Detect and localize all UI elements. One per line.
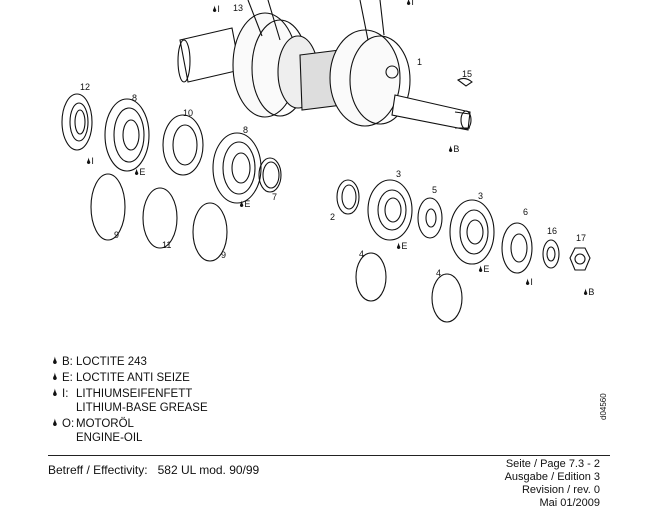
callout-5: 5 bbox=[432, 185, 437, 195]
callout-3: 3 bbox=[396, 169, 401, 179]
callout-8: 8 bbox=[132, 93, 137, 103]
oil-drop-icon: 🌢 bbox=[52, 388, 58, 399]
callout-6: 6 bbox=[523, 207, 528, 217]
legend-row-i: 🌢 I: LITHIUMSEIFENFETT LITHIUM-BASE GREA… bbox=[48, 387, 208, 415]
callout-3: 3 bbox=[478, 191, 483, 201]
revision: Revision / rev. 0 bbox=[521, 484, 600, 496]
figure-id: d04560 bbox=[599, 393, 608, 420]
oil-drop-icon: 🌢 bbox=[52, 372, 58, 383]
oil-drop-icon: 🌢 bbox=[52, 418, 58, 429]
callout-11: 11 bbox=[162, 240, 171, 250]
callout-1: 1 bbox=[417, 57, 422, 67]
legend-row-o: 🌢 O: MOTORÖL ENGINE-OIL bbox=[48, 417, 208, 445]
legend-row-b: 🌢 B: LOCTITE 243 bbox=[48, 355, 208, 369]
callout-2: 2 bbox=[330, 212, 335, 222]
effectivity-value: 582 UL mod. 90/99 bbox=[157, 463, 260, 477]
marker-drop-i: 🌢I bbox=[406, 0, 414, 7]
page-info: Seite / Page 7.3 - 2 Ausgabe / Edition 3… bbox=[505, 458, 600, 510]
callout-17: 17 bbox=[576, 233, 586, 243]
callout-9: 9 bbox=[114, 230, 119, 240]
marker-drop-e: 🌢E bbox=[134, 167, 145, 177]
effectivity: Betreff / Effectivity: 582 UL mod. 90/99 bbox=[48, 463, 259, 477]
callout-15: 15 bbox=[462, 69, 472, 79]
callout-4: 4 bbox=[436, 268, 441, 278]
callout-10: 10 bbox=[183, 108, 193, 118]
legend-code: I: bbox=[62, 388, 69, 400]
edition: Ausgabe / Edition 3 bbox=[504, 471, 600, 483]
marker-drop-e: 🌢E bbox=[396, 241, 407, 251]
marker-drop-i: 🌢I bbox=[86, 156, 94, 166]
marker-drop-e: 🌢E bbox=[478, 264, 489, 274]
marker-drop-i: 🌢I bbox=[525, 277, 533, 287]
callout-16: 16 bbox=[547, 226, 557, 236]
legend-code: B: bbox=[62, 356, 73, 368]
callout-12: 12 bbox=[80, 82, 90, 92]
legend-text: LITHIUM-BASE GREASE bbox=[76, 402, 208, 414]
footer-divider bbox=[48, 455, 610, 456]
legend-code: E: bbox=[62, 372, 73, 384]
callout-8: 8 bbox=[243, 125, 248, 135]
oil-drop-icon: 🌢 bbox=[52, 356, 58, 367]
page-number: Seite / Page 7.3 - 2 bbox=[505, 458, 600, 470]
legend-text: LOCTITE 243 bbox=[76, 356, 147, 368]
lubricant-legend: 🌢 B: LOCTITE 243 🌢 E: LOCTITE ANTI SEIZE… bbox=[48, 355, 208, 447]
marker-drop-i: 🌢I bbox=[212, 4, 220, 14]
marker-drop-b: 🌢B bbox=[583, 287, 594, 297]
callout-7: 7 bbox=[272, 192, 277, 202]
exploded-parts-diagram: 1 2 3 3 4 4 5 6 7 8 8 9 9 10 11 12 13 15… bbox=[61, 0, 594, 323]
effectivity-label: Betreff / Effectivity: bbox=[48, 463, 148, 477]
date: Mai 01/2009 bbox=[539, 497, 600, 509]
legend-code: O: bbox=[62, 418, 75, 430]
callout-9: 9 bbox=[221, 250, 226, 260]
callout-13: 13 bbox=[233, 3, 243, 13]
legend-text: MOTORÖL bbox=[76, 418, 134, 430]
legend-text: LOCTITE ANTI SEIZE bbox=[76, 372, 190, 384]
marker-drop-e: 🌢E bbox=[239, 199, 250, 209]
legend-text: ENGINE-OIL bbox=[76, 432, 143, 444]
legend-text: LITHIUMSEIFENFETT bbox=[76, 388, 193, 400]
marker-drop-b: 🌢B bbox=[448, 144, 459, 154]
callout-4: 4 bbox=[359, 249, 364, 259]
legend-row-e: 🌢 E: LOCTITE ANTI SEIZE bbox=[48, 371, 208, 385]
